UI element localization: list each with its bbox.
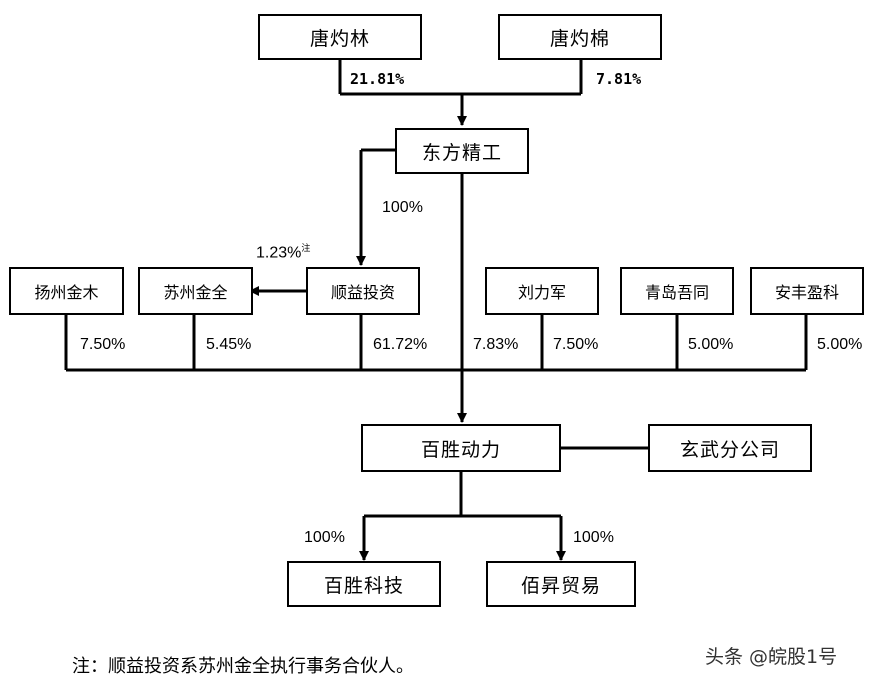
- entity-suzhou-jinquan: 苏州金全: [138, 267, 253, 315]
- entity-baisheng-maoyi: 佰昇贸易: [486, 561, 636, 607]
- note-mark: 注: [301, 244, 311, 254]
- entity-dongfang-jinggong: 东方精工: [395, 128, 529, 174]
- pct-tang-zhuomian: 7.81%: [596, 70, 642, 88]
- entity-anfeng-yingke: 安丰盈科: [750, 267, 864, 315]
- entity-tang-zhuolin: 唐灼林: [258, 14, 422, 60]
- pct-shunyi-touzi: 61.72%: [373, 336, 428, 353]
- entity-baisheng-keji: 百胜科技: [287, 561, 441, 607]
- pct-qingdao-wutong: 5.00%: [688, 336, 734, 353]
- entity-xuanwu-fengongsi: 玄武分公司: [648, 424, 812, 472]
- entity-shunyi-touzi: 顺益投资: [306, 267, 420, 315]
- pct-tang-zhuolin: 21.81%: [350, 70, 405, 88]
- pct-baisheng-to-keji: 100%: [304, 529, 345, 546]
- entity-liu-lijun: 刘力军: [485, 267, 599, 315]
- pct-suzhou-jinquan: 5.45%: [206, 336, 252, 353]
- footnote: 注：顺益投资系苏州金全执行事务合伙人。: [72, 656, 414, 677]
- pct-dongfang: 7.83%: [473, 336, 519, 353]
- pct-baisheng-to-maoyi: 100%: [573, 529, 614, 546]
- watermark: 头条 @皖股1号: [705, 646, 838, 668]
- pct-liu-lijun: 7.50%: [553, 336, 599, 353]
- entity-yangzhou-jinmu: 扬州金木: [9, 267, 124, 315]
- pct-yangzhou-jinmu: 7.50%: [80, 336, 126, 353]
- pct-shunyi-to-suzhou: 1.23%注: [256, 245, 310, 261]
- entity-tang-zhuomian: 唐灼棉: [498, 14, 662, 60]
- pct-shunyi-to-suzhou-value: 1.23%: [256, 244, 302, 262]
- entity-qingdao-wutong: 青岛吾同: [620, 267, 734, 315]
- pct-anfeng-yingke: 5.00%: [817, 336, 863, 353]
- pct-dongfang-to-shunyi: 100%: [382, 199, 423, 216]
- entity-baisheng-dongli: 百胜动力: [361, 424, 561, 472]
